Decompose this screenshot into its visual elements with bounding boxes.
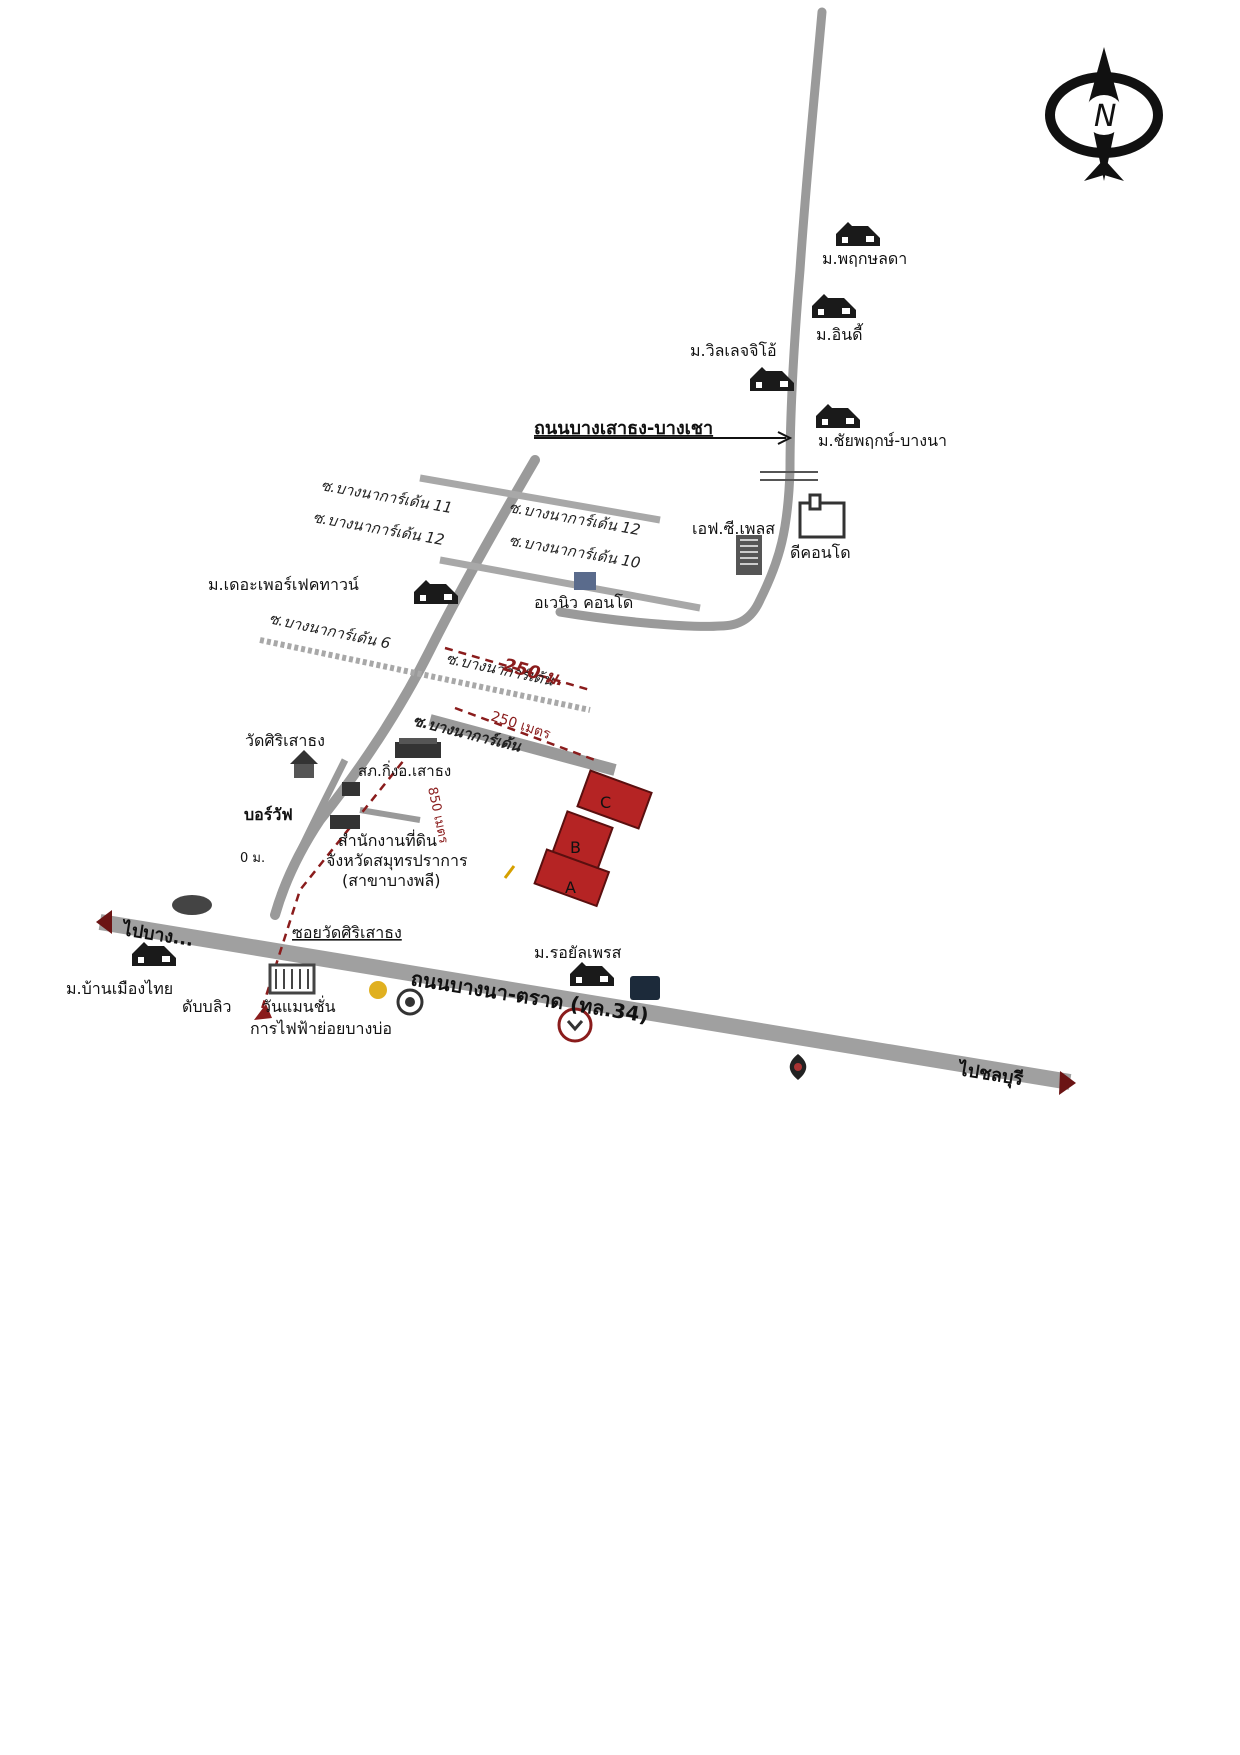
road-soi-border — [276, 758, 349, 897]
house-icon — [132, 942, 176, 966]
label-land-office-1: สำนักงานที่ดิน — [338, 829, 437, 850]
compass-letter: N — [1094, 99, 1116, 134]
label-police: สภ.กิ่งอ.เสาธง — [358, 760, 451, 780]
label-avenue-condo: อเวนิว คอนโด — [534, 593, 633, 612]
label-pruksalada: ม.พฤกษลดา — [822, 249, 907, 268]
building-c — [576, 769, 653, 830]
tower-icon — [736, 535, 762, 575]
label-wonder: วันแมนชั่น — [262, 995, 336, 1016]
building-b-label: B — [570, 838, 581, 857]
road-crossing-marks — [760, 471, 818, 481]
map-smudge-mark — [503, 865, 516, 879]
label-muang-thai: ม.บ้านเมืองไทย — [66, 979, 173, 998]
label-border: บอร์วัฟ — [244, 805, 293, 824]
building-a — [533, 848, 611, 908]
label-dm: 0 ม. — [240, 851, 265, 866]
police-station-icon — [395, 738, 441, 758]
house-icon — [570, 962, 614, 986]
house-icon — [812, 294, 856, 318]
arrow-head-down — [254, 1004, 272, 1020]
office-icon — [330, 815, 360, 829]
label-dublin: ดับบลิว — [182, 997, 232, 1016]
store-icon — [630, 976, 660, 1000]
label-village-ii: ม.วิลเลจจิโอ้ — [690, 341, 777, 360]
label-wat: วัดศิริเสาธง — [245, 731, 325, 750]
label-pea: การไฟฟ้าย่อยบางบ่อ — [250, 1019, 392, 1038]
building-c-label: C — [600, 793, 611, 812]
label-land-office-2: จังหวัดสมุทรปราการ — [326, 851, 468, 871]
seven-eleven-icon — [342, 782, 360, 796]
bank-icon — [557, 1007, 593, 1043]
temple-icon — [290, 750, 318, 778]
road-bangna-trat — [98, 914, 1072, 1090]
label-land-office-3: (สาขาบางพลี) — [342, 871, 440, 890]
road-soi-12 — [439, 556, 701, 612]
arrow-right-icon — [1059, 1071, 1076, 1095]
label-road-bangsaothong: ถนนบางเสาธง-บางเชา — [534, 418, 713, 439]
north-arrow-icon: N — [1045, 47, 1163, 181]
label-perfect-town: ม.เดอะเพอร์เฟคทาวน์ — [208, 575, 359, 594]
dashed-250m-line — [444, 646, 591, 692]
house-icon — [836, 222, 880, 246]
label-soi-wat: ซอยวัดศิริเสาธง — [292, 923, 402, 942]
arrow-left-icon — [96, 910, 112, 934]
mansion-icon — [268, 963, 316, 995]
pin-icon — [789, 1054, 807, 1080]
turtle-icon — [172, 895, 212, 915]
building-icon — [798, 493, 846, 539]
dashed-250meter-line — [454, 706, 596, 762]
sun-icon — [369, 981, 387, 999]
village-icons — [132, 222, 880, 986]
label-royal-place: ม.รอยัลเพรส — [534, 943, 622, 962]
building-a-label: A — [565, 878, 576, 897]
distance-markers — [254, 646, 596, 1020]
landmark-icons — [172, 493, 846, 1080]
house-icon — [750, 367, 794, 391]
site-buildings: C B A — [533, 769, 653, 908]
road-side-link — [359, 807, 421, 823]
label-chaiyaphruek: ม.ชัยพฤกษ์-บางนา — [818, 431, 947, 450]
roads — [96, 7, 1076, 1095]
label-d-condo: ดีคอนโด — [790, 543, 851, 562]
gas-station-icon — [396, 988, 424, 1016]
condo-icon — [574, 572, 596, 590]
arrow-road-bangsaothong — [534, 431, 793, 445]
road-bangsaothong-bangchao — [555, 7, 827, 631]
road-soi-gate — [428, 714, 617, 776]
road-soi-6 — [259, 637, 591, 713]
house-icon — [816, 404, 860, 428]
label-fc-place: เอฟ.ซี.เพลส — [692, 519, 775, 538]
road-soi-11 — [419, 474, 661, 524]
label-indy: ม.อินดี้ — [816, 323, 864, 344]
house-icon — [414, 580, 458, 604]
